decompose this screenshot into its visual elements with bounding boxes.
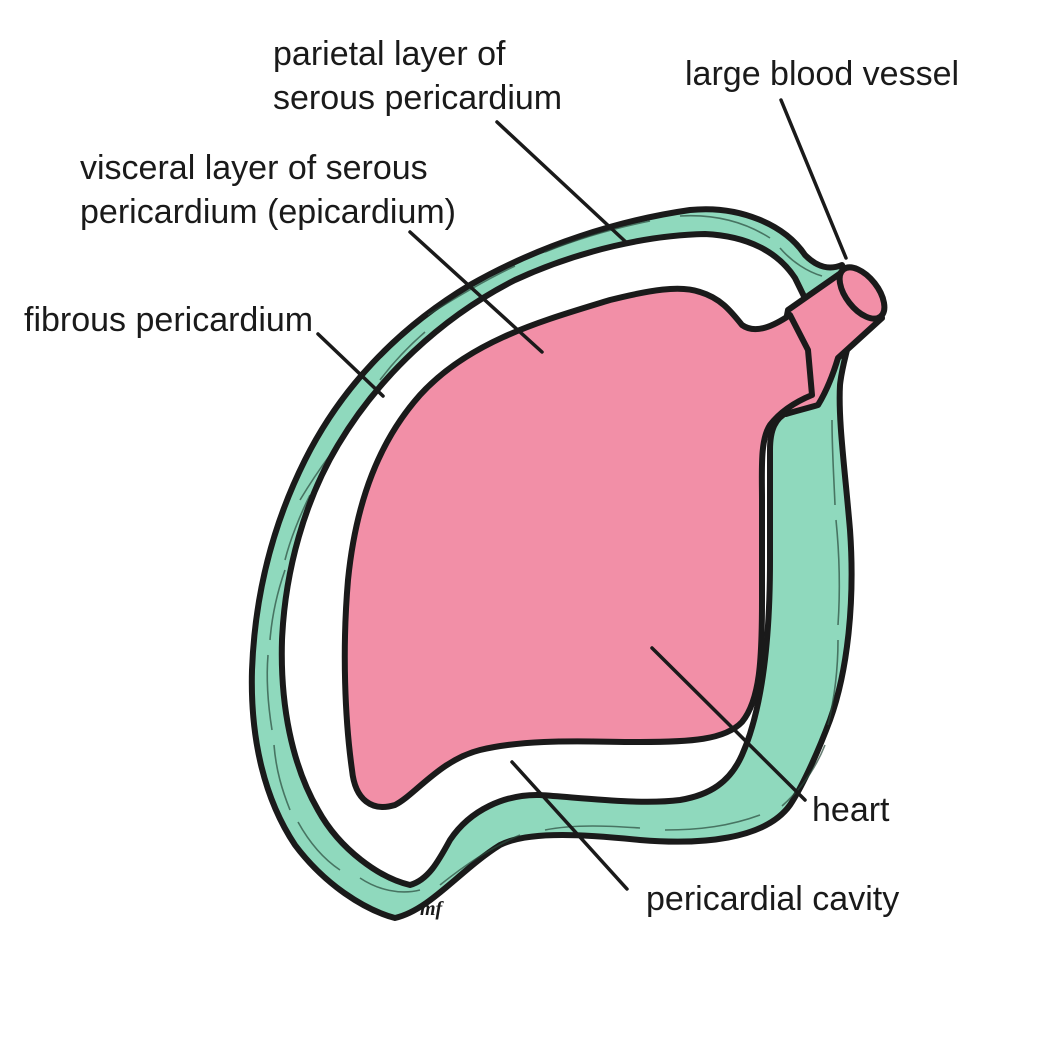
artist-signature: mf [420, 898, 445, 920]
label-heart-text: heart [812, 791, 890, 829]
label-pericardial-cavity: pericardial cavity [646, 877, 899, 921]
leader-heart [650, 646, 807, 802]
label-fibrous-text: fibrous pericardium [24, 301, 314, 339]
leader-lines [316, 98, 848, 891]
leader-vessel [779, 98, 848, 260]
label-parietal-line-1: parietal layer of [273, 35, 506, 73]
heart-shape [341, 285, 815, 810]
label-vessel-text: large blood vessel [685, 55, 960, 93]
label-parietal-layer: parietal layer of serous pericardium [273, 32, 562, 120]
leader-cavity [510, 760, 629, 891]
leader-parietal [495, 120, 630, 246]
label-visceral-line-2: pericardium (epicardium) [80, 193, 457, 231]
label-parietal-line-2: serous pericardium [273, 79, 563, 117]
label-cavity-text: pericardial cavity [646, 880, 900, 918]
label-visceral-line-1: visceral layer of serous [80, 149, 428, 187]
fibrous-texture [266, 214, 841, 893]
label-visceral-layer: visceral layer of serous pericardium (ep… [80, 146, 456, 234]
leader-visceral [408, 230, 544, 354]
label-fibrous-pericardium: fibrous pericardium [24, 298, 313, 342]
leader-fibrous [316, 332, 385, 398]
blood-vessel-opening [836, 264, 888, 322]
label-heart: heart [812, 788, 890, 832]
label-large-blood-vessel: large blood vessel [685, 52, 959, 96]
